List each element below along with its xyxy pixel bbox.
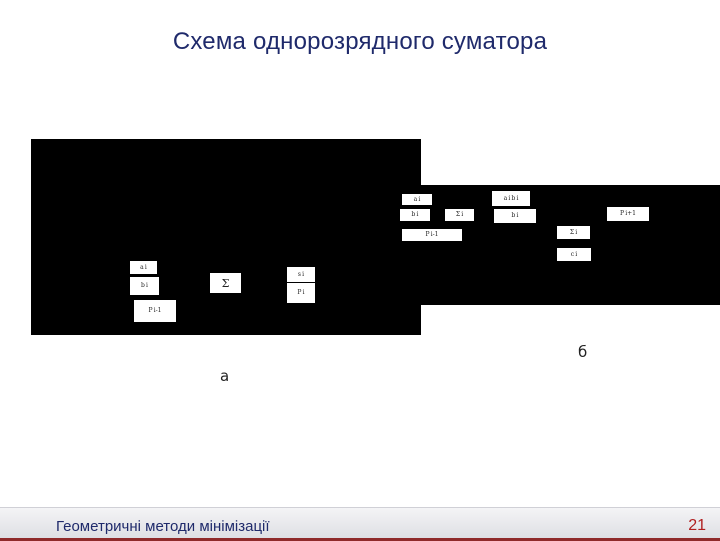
footer-bar: Геометричні методи мінімізації 21 (0, 507, 720, 541)
diagram-a-label-pi: P i (287, 283, 315, 303)
diagram-b-label-3: P i-1 (402, 229, 462, 241)
diagram-a-panel (31, 139, 421, 335)
diagram-b-label-9: P i+1 (607, 207, 649, 221)
diagram-a-label-bi: b i (130, 277, 159, 295)
caption-b: б (578, 343, 588, 361)
diagram-a-label-sum: Σ (210, 273, 241, 293)
footer-title: Геометричні методи мінімізації (56, 518, 270, 535)
page-number: 21 (688, 517, 706, 534)
diagram-b-label-5: a i b i (492, 191, 530, 206)
diagram-b-label-2: b i (400, 209, 430, 221)
diagram-b-label-1: a i (402, 194, 432, 205)
diagram-b-label-7: Σ i (557, 226, 590, 239)
diagram-b-label-8: c i (557, 248, 591, 261)
diagram-b-panel (398, 185, 720, 305)
caption-a: а (220, 367, 230, 385)
diagram-b-label-6: b i (494, 209, 536, 223)
diagram-a-label-ai: a i (130, 261, 157, 274)
diagram-b-label-4: Σ i (445, 209, 474, 221)
diagram-a-label-pi-1: P i-1 (134, 300, 176, 322)
slide-title: Схема однорозрядного суматора (172, 28, 548, 55)
diagram-a-label-si: s i (287, 267, 315, 282)
